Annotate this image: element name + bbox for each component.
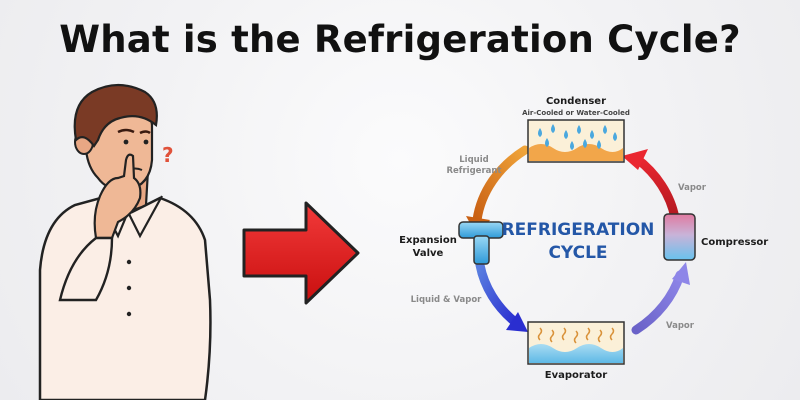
condenser-label: Condenser xyxy=(546,96,606,107)
shirt-button xyxy=(126,311,132,317)
water-drop-icon xyxy=(538,124,617,150)
compressor-label: Compressor xyxy=(701,237,768,248)
heat-wave-icon xyxy=(537,327,615,344)
compressor-unit xyxy=(663,213,696,261)
condenser-sublabel: Air-Cooled or Water-Cooled xyxy=(522,109,630,117)
arc-compressor-to-condenser xyxy=(631,153,680,223)
question-mark-icon: ? xyxy=(162,143,174,167)
thinking-person-illustration: ? xyxy=(38,83,212,400)
eyebrow xyxy=(117,128,135,134)
page-title: What is the Refrigeration Cycle? xyxy=(59,18,741,61)
arc-valve-to-evaporator xyxy=(475,260,520,327)
expansion-valve-unit xyxy=(458,221,504,265)
condenser-unit xyxy=(527,119,625,163)
flow-label-liquid-line2: Refrigerant xyxy=(446,166,501,176)
arm xyxy=(58,236,114,302)
eye xyxy=(123,139,129,145)
arrowhead-to-condenser xyxy=(622,149,648,170)
hand xyxy=(93,153,142,240)
eyebrow xyxy=(139,130,151,135)
flow-label-liquid-line1: Liquid xyxy=(459,155,488,165)
arc-condenser-to-valve xyxy=(472,145,530,225)
hair xyxy=(73,83,158,148)
flow-label-vapor-bottom: Vapor xyxy=(666,321,695,331)
shirt-button xyxy=(126,285,132,291)
cycle-title-line2: CYCLE xyxy=(548,243,607,263)
evaporator-water xyxy=(529,344,623,363)
expansion-valve-label-line1: Expansion xyxy=(399,235,457,246)
shirt-button xyxy=(126,259,132,265)
evaporator-label: Evaporator xyxy=(545,370,607,381)
cycle-title-line1: REFRIGERATION xyxy=(502,220,655,240)
eye xyxy=(143,139,149,145)
right-arrow-icon xyxy=(242,201,360,305)
arrowhead-to-evaporator xyxy=(506,312,528,332)
expansion-valve-label-line2: Valve xyxy=(413,248,444,259)
evaporator-unit xyxy=(527,321,625,365)
arrowhead-to-compressor xyxy=(672,262,690,285)
shirt xyxy=(38,194,212,400)
arc-evaporator-to-compressor xyxy=(631,270,685,335)
flow-label-liquid-vapor: Liquid & Vapor xyxy=(411,295,483,305)
flow-label-vapor-top: Vapor xyxy=(678,183,707,193)
